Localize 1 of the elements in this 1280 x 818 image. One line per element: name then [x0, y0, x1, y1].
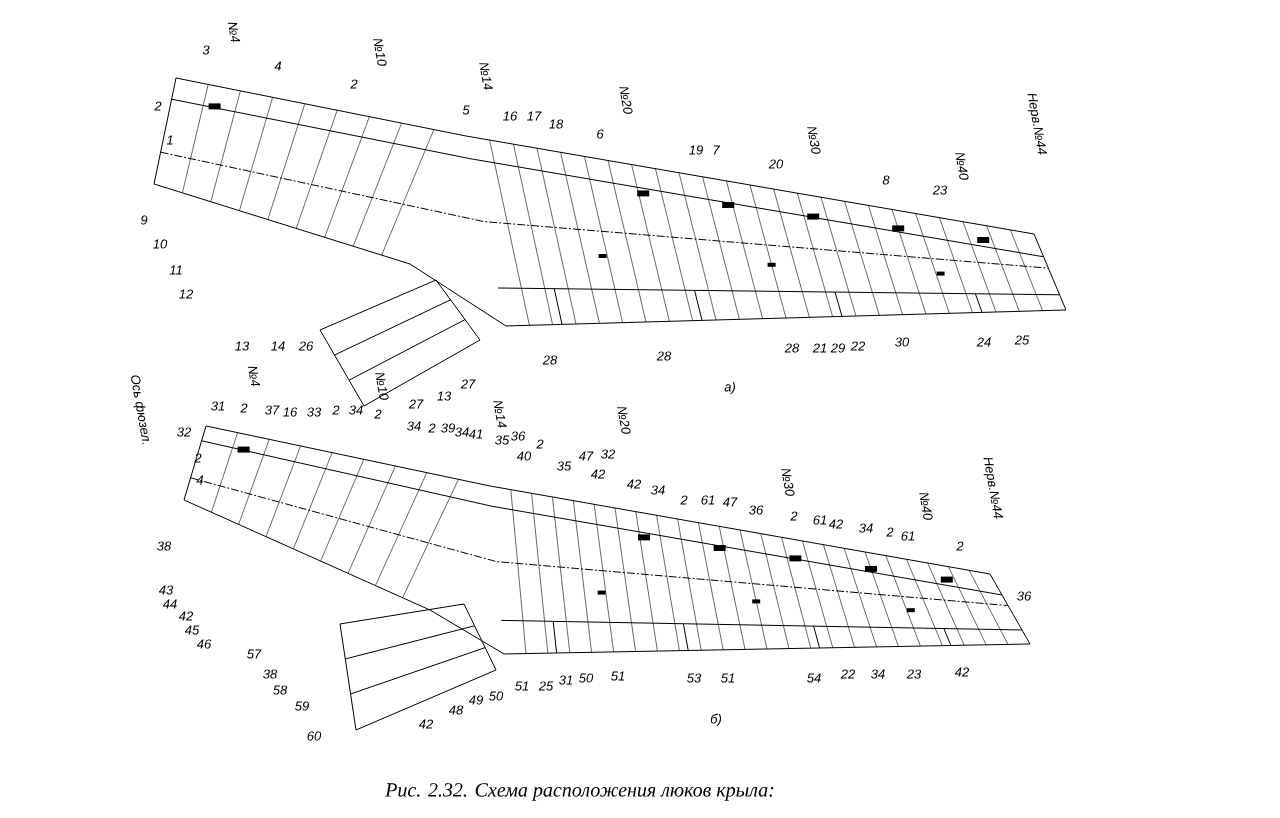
figure-caption: Рис. 2.32. Схема расположения люков крыла:	[385, 783, 774, 801]
